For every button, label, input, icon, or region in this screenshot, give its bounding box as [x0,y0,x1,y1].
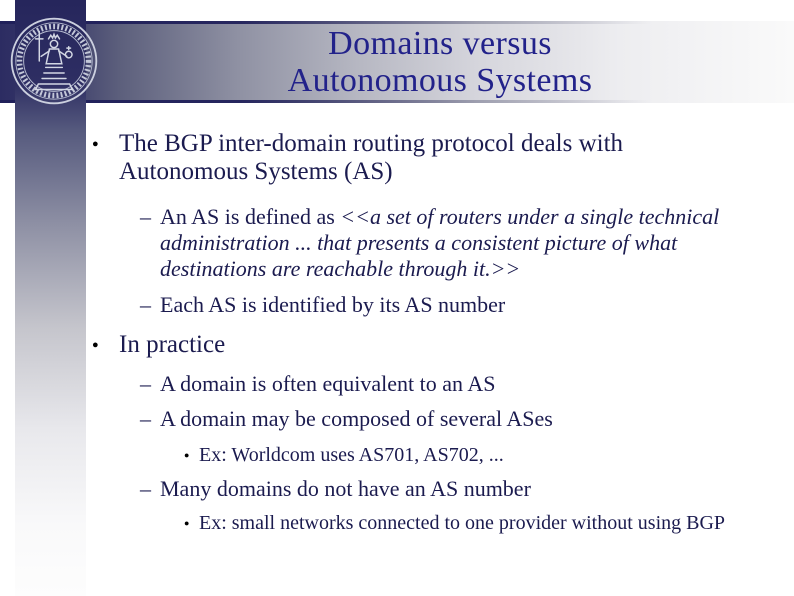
slide-content: ● The BGP inter-domain routing protocol … [0,103,794,536]
sub-bullet-domain-several-ases: – A domain may be composed of several AS… [0,406,794,432]
bullet-text: In practice [119,331,226,358]
bullet-dash-icon: – [140,406,151,431]
bullet-item-in-practice: ● In practice [0,331,794,359]
definition-quote: <<a set of routers under a single techni… [160,204,720,281]
sub-bullet-text: A domain is often equivalent to an AS [160,371,496,396]
definition-prefix: An AS is defined as [160,204,341,229]
bullet-dot-icon: ● [92,138,99,150]
bullet-dash-icon: – [140,292,151,317]
slide-title-line1: Domains versus [328,25,552,62]
sub-bullet-as-definition: – An AS is defined as <<a set of routers… [0,204,794,282]
bullet-dash-icon: – [140,476,151,501]
sub-bullet-text: An AS is defined as <<a set of routers u… [160,204,772,282]
title-band-top-border [0,21,794,24]
bullet-subdot-icon: ● [184,518,190,528]
example-worldcom: ● Ex: Worldcom uses AS701, AS702, ... [0,443,794,468]
bullet-dash-icon: – [140,371,151,396]
bullet-subdot-icon: ● [184,450,190,460]
sub-bullet-text: Each AS is identified by its AS number [160,292,506,317]
example-text: Ex: Worldcom uses AS701, AS702, ... [199,444,504,466]
sub-bullet-as-number: – Each AS is identified by its AS number [0,292,794,318]
slide-title: Domains versus Autonomous Systems [86,25,794,99]
example-text: Ex: small networks connected to one prov… [199,512,726,534]
title-band [0,21,794,103]
sub-bullet-no-as-number: – Many domains do not have an AS number [0,476,794,502]
bullet-item-bgp-protocol: ● The BGP inter-domain routing protocol … [0,130,794,186]
bullet-text: The BGP inter-domain routing protocol de… [119,130,624,185]
sub-bullet-text: A domain may be composed of several ASes [160,406,553,431]
sub-bullet-text: Many domains do not have an AS number [160,476,531,501]
bullet-dash-icon: – [140,204,151,229]
sub-bullet-domain-equivalent: – A domain is often equivalent to an AS [0,371,794,397]
title-band-bottom-border [0,100,794,103]
slide-title-line2: Autonomous Systems [287,62,593,99]
university-seal-logo [10,17,98,105]
bullet-dot-icon: ● [92,339,99,351]
example-small-networks: ● Ex: small networks connected to one pr… [0,511,794,536]
